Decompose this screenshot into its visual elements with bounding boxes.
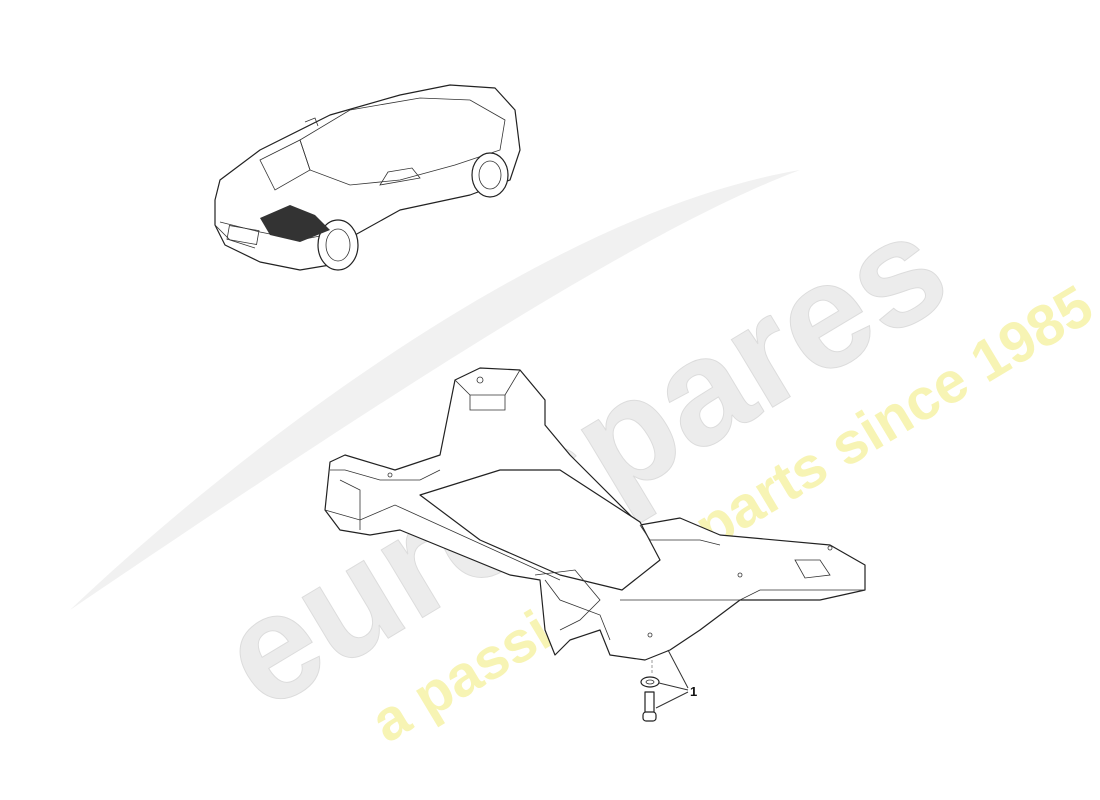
- callout-label: 1: [690, 684, 697, 699]
- highlighted-subframe: [260, 205, 330, 242]
- front-subframe: [324, 367, 866, 661]
- bolt: [642, 691, 657, 722]
- washer: [640, 676, 660, 688]
- callout-leaders: [655, 649, 689, 709]
- car-overview-illustration: [214, 84, 521, 271]
